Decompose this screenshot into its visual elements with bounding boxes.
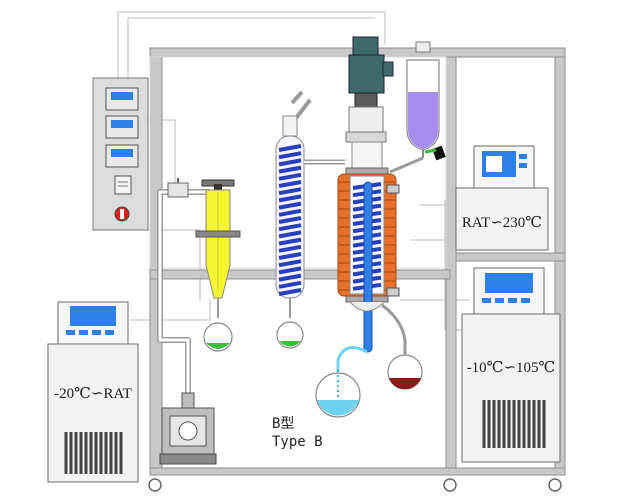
short-path-evaporator: [337, 141, 400, 353]
vacuum-line: [157, 189, 210, 395]
frame-bottom-bar: [149, 467, 566, 476]
caster-wheel: [548, 478, 562, 492]
frame-shelf-bar: [455, 252, 566, 262]
stirring-motor: [345, 36, 394, 143]
condenser-column: [275, 90, 345, 349]
feed-tank: [389, 41, 446, 174]
controller-screen: [111, 120, 133, 128]
speed-dial: [114, 175, 132, 195]
feed-valve: [432, 145, 446, 161]
chiller-range-label: -20℃∽RAT: [54, 386, 132, 402]
temperature-controller: [105, 144, 139, 168]
chiller-vent: [64, 432, 123, 474]
model-label-en: Type B: [272, 434, 323, 450]
controller-screen: [111, 92, 133, 100]
temperature-controller: [105, 87, 139, 111]
heater-range-label: RAT∽230℃: [462, 215, 542, 231]
circulator-unit: -10℃∽105℃: [461, 267, 561, 463]
temperature-controller: [105, 115, 139, 139]
distillate-flask: [315, 346, 368, 418]
control-cabinet: [92, 77, 149, 231]
caster-wheel: [148, 478, 162, 492]
circulator-screen: [485, 273, 533, 293]
caster-wheel: [443, 478, 457, 492]
vacuum-pump: [159, 392, 217, 465]
vacuum-valve: [167, 182, 189, 198]
model-label-cn: B型: [272, 416, 294, 432]
residue-flask: [381, 303, 423, 390]
internal-condenser-tube: [363, 181, 373, 353]
chiller-screen: [70, 306, 116, 326]
controller-screen: [111, 149, 133, 157]
circulator-range-label: -10℃∽105℃: [467, 360, 556, 376]
jacket-ribs: [339, 181, 395, 291]
frame-mid-post: [445, 47, 457, 474]
condenser-coil: [278, 144, 302, 296]
cold-trap: [195, 179, 241, 352]
heater-unit: RAT∽230℃: [455, 145, 549, 251]
circulator-vent: [482, 400, 546, 448]
chiller-unit: -20℃∽RAT: [47, 301, 139, 483]
